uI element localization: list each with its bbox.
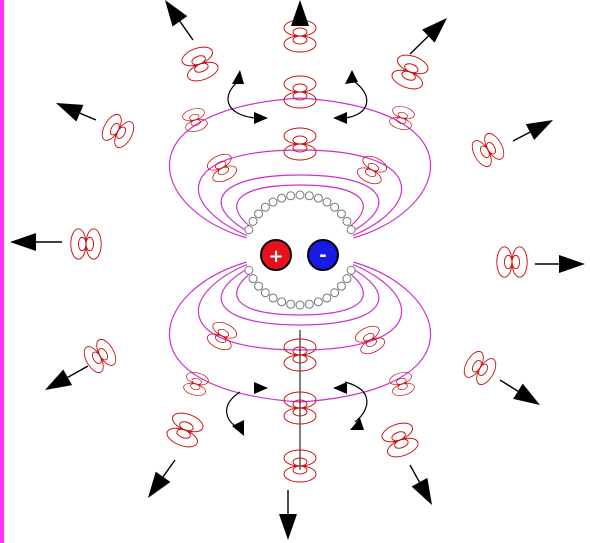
shell-bead xyxy=(323,294,331,302)
curved-arrowhead-mid-right xyxy=(333,112,347,124)
shell-bead xyxy=(261,203,269,211)
arrow-shaft xyxy=(180,21,193,40)
curved-arrow-upper-right xyxy=(345,80,367,118)
arrow-head xyxy=(148,472,170,498)
arrow-head xyxy=(291,0,309,26)
radiation-lobe xyxy=(80,336,119,375)
radiation-lobe xyxy=(284,76,316,108)
curved-arrowhead-upper-left xyxy=(232,70,244,84)
shell-bead xyxy=(347,226,355,234)
radiation-lobe xyxy=(497,247,527,277)
arrow-shaft xyxy=(410,36,428,54)
negative-charge-label: - xyxy=(319,245,326,266)
arrow-head xyxy=(165,0,187,26)
shell-bead xyxy=(337,210,345,218)
curved-arrow-lower-right xyxy=(345,382,367,422)
radiation-lobe xyxy=(468,130,507,169)
shell-bead xyxy=(287,300,295,308)
arrow-shaft xyxy=(80,113,96,120)
shell-bead xyxy=(296,301,304,309)
curved-arrowhead-lower-mid-right xyxy=(333,382,347,394)
shell-bead xyxy=(255,282,263,290)
shell-bead xyxy=(261,289,269,297)
shell-bead xyxy=(314,298,322,306)
arrow-head xyxy=(279,514,297,540)
positive-charge: + xyxy=(261,240,291,270)
shell-bead xyxy=(305,300,313,308)
arrow-head xyxy=(526,120,553,140)
radiation-arrow xyxy=(410,18,447,54)
shell-bead xyxy=(255,210,263,218)
shell-bead xyxy=(245,266,253,274)
shell-bead xyxy=(337,282,345,290)
curved-arrow-lower-left xyxy=(227,392,240,428)
shell-bead xyxy=(269,294,277,302)
radiation-arrow xyxy=(10,233,62,251)
shell-bead xyxy=(343,217,351,225)
arrow-head xyxy=(513,384,540,405)
radiation-arrow xyxy=(165,0,193,40)
radiation-lobe xyxy=(353,323,387,357)
shell-bead xyxy=(278,298,286,306)
shell-bead xyxy=(347,266,355,274)
radiation-lobe xyxy=(284,128,316,160)
radiation-arrow xyxy=(500,380,540,405)
radiation-arrow xyxy=(513,120,553,141)
curved-arrowhead-lower-mid-left xyxy=(254,382,268,394)
radiation-lobe xyxy=(379,419,420,460)
shell-bead xyxy=(269,198,277,206)
shell-bead xyxy=(245,226,253,234)
radiation-lobe xyxy=(460,348,499,387)
radiation-lobe xyxy=(355,153,389,187)
negative-charge: - xyxy=(308,240,338,270)
shell-bead xyxy=(343,275,351,283)
shell-bead xyxy=(323,198,331,206)
shell-bead xyxy=(278,194,286,202)
radiation-arrow xyxy=(410,465,432,505)
arrow-head xyxy=(412,478,432,505)
arrow-head xyxy=(56,103,83,121)
radiation-lobe xyxy=(98,111,137,150)
arrow-shaft xyxy=(410,465,419,482)
arrow-head xyxy=(559,255,585,273)
radiation-arrow xyxy=(535,255,585,273)
radiation-lobe xyxy=(388,104,415,131)
shell-bead xyxy=(331,203,339,211)
radiation-lobe xyxy=(182,370,209,397)
radiation-lobe xyxy=(389,51,430,92)
radiation-lobe xyxy=(181,106,208,133)
arrow-head xyxy=(10,233,36,251)
radiation-arrow xyxy=(291,0,309,26)
radiation-lobe xyxy=(205,319,239,353)
arrow-head xyxy=(45,369,72,390)
radiation-lobe xyxy=(179,43,220,84)
radiation-lobe xyxy=(388,370,415,397)
radiation-arrow xyxy=(148,460,175,498)
arrow-shaft xyxy=(163,460,175,477)
radiation-arrow xyxy=(279,490,297,540)
shell-bead xyxy=(296,191,304,199)
curved-arrowhead-upper-right xyxy=(345,70,358,84)
shell-bead xyxy=(305,192,313,200)
shell-bead xyxy=(314,194,322,202)
radiation-arrow xyxy=(45,366,88,390)
shell-bead xyxy=(331,289,339,297)
arrow-shaft xyxy=(513,132,530,141)
radiation-arrow xyxy=(56,103,96,121)
arrow-shaft xyxy=(68,366,88,377)
arrow-shaft xyxy=(500,380,518,391)
radiation-lobe xyxy=(71,229,101,259)
shell-bead xyxy=(249,275,257,283)
shell-bead xyxy=(249,217,257,225)
curved-arrowhead-mid-left xyxy=(254,112,268,124)
shell-bead xyxy=(287,192,295,200)
curved-arrow-upper-left xyxy=(228,80,255,118)
radiation-lobe xyxy=(164,409,205,450)
positive-charge-label: + xyxy=(268,246,283,267)
curved-arrowhead-lower-left xyxy=(232,420,244,436)
